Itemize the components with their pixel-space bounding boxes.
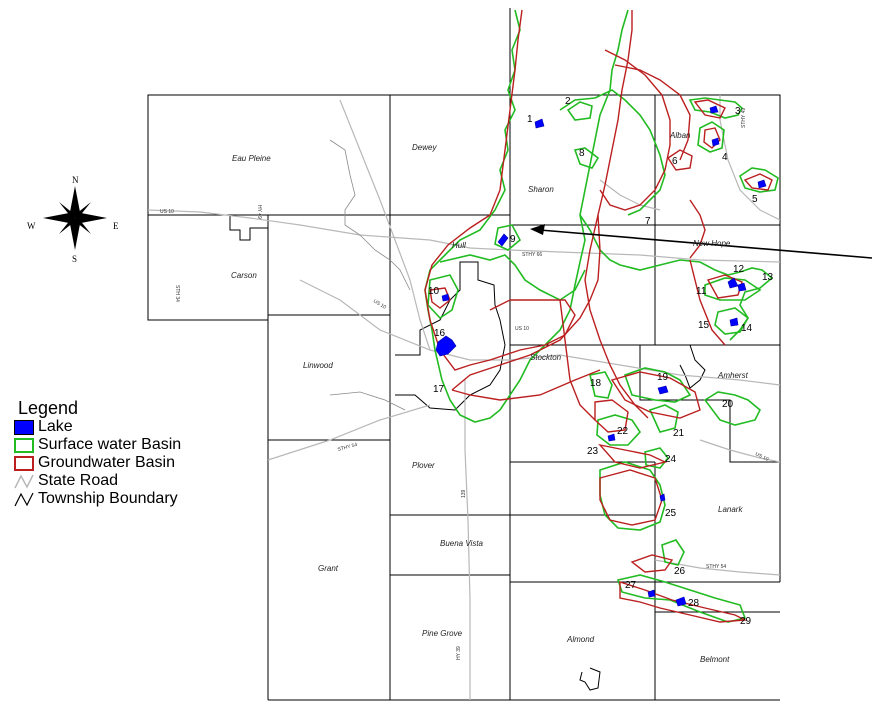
township-label: Almond <box>566 635 595 644</box>
township-label: Lanark <box>718 505 743 514</box>
road-label: HY 39 <box>456 646 462 660</box>
township-label: Stockton <box>530 353 562 362</box>
legend-item-state-road: State Road <box>14 472 264 490</box>
basin-number: 17 <box>433 384 445 395</box>
basin-number: 10 <box>428 286 440 297</box>
basin-number: 12 <box>733 264 745 275</box>
basin-number-labels: 1 2 3 4 5 6 7 8 9 10 11 12 13 14 15 16 1… <box>428 96 774 627</box>
surface-basin-swatch-icon <box>14 437 34 453</box>
township-label: Dewey <box>412 143 437 152</box>
legend-item-groundwater-basin: Groundwater Basin <box>14 454 264 472</box>
lake-fill-swatch-icon <box>14 419 34 435</box>
basin-number: 2 <box>565 96 571 107</box>
road-label: US 10 <box>515 326 529 332</box>
basin-number: 13 <box>762 272 774 283</box>
basin-number: 26 <box>674 566 686 577</box>
basin-number: 3 <box>735 106 741 117</box>
compass-west: W <box>27 221 36 231</box>
legend-title: Legend <box>18 398 79 418</box>
township-label: Carson <box>231 271 257 280</box>
legend-item-lake: Lake <box>14 418 264 436</box>
township-boundary-swatch-icon <box>14 492 34 507</box>
road-label: US 10 <box>372 299 387 311</box>
township-label: Hull <box>452 241 466 250</box>
basin-number: 1 <box>527 114 533 125</box>
basin-number: 28 <box>688 598 700 609</box>
map-legend: Legend Lake Surface water Basin Groundwa… <box>14 398 264 508</box>
basin-number: 25 <box>665 508 677 519</box>
basin-number: 6 <box>672 156 678 167</box>
road-label: 139 <box>461 489 467 498</box>
basin-number: 15 <box>698 320 710 331</box>
township-label: Sharon <box>528 185 554 194</box>
basin-number: 14 <box>741 323 753 334</box>
rivers <box>329 139 411 411</box>
township-labels: Eau Pleine Dewey Alban Sharon Hull Carso… <box>231 131 749 664</box>
township-label: Alban <box>669 131 691 140</box>
road-label: US 10 <box>160 209 174 215</box>
groundwater-basins <box>424 9 773 623</box>
road-label: STHY 66 <box>522 252 542 258</box>
basin-number: 8 <box>579 148 585 159</box>
road-label: HY 49 <box>256 205 262 219</box>
basin-number: 21 <box>673 428 685 439</box>
road-label: STH 34 <box>174 285 180 302</box>
township-label: Amherst <box>717 371 749 380</box>
basin-number: 24 <box>665 454 677 465</box>
legend-item-township-boundary: Township Boundary <box>14 490 264 508</box>
township-label: Pine Grove <box>422 629 463 638</box>
basin-number: 19 <box>657 372 669 383</box>
basin-number: 18 <box>590 378 602 389</box>
township-label: Grant <box>318 564 339 573</box>
township-label: New Hope <box>693 239 731 248</box>
township-label: Eau Pleine <box>232 154 271 163</box>
township-label: Plover <box>412 461 435 470</box>
basin-number: 11 <box>696 286 707 297</box>
surface-water-basins <box>424 9 779 623</box>
legend-label: Surface water Basin <box>38 436 182 453</box>
compass-rose: N S E W <box>27 175 119 264</box>
basin-number: 9 <box>510 234 516 245</box>
road-label: STHY 49 <box>741 108 747 128</box>
basin-number: 7 <box>645 216 651 227</box>
legend-label: State Road <box>38 472 119 489</box>
basin-number: 29 <box>740 616 752 627</box>
basin-number: 23 <box>587 446 599 457</box>
legend-label: Groundwater Basin <box>38 454 175 471</box>
basin-number: 22 <box>617 426 629 437</box>
basin-number: 4 <box>722 152 728 163</box>
pointer-arrow <box>530 224 873 259</box>
basin-number: 5 <box>752 194 758 205</box>
road-label: US 10 <box>754 451 769 462</box>
road-label: STHY 54 <box>706 564 726 570</box>
basin-number: 20 <box>722 399 734 410</box>
basin-number: 16 <box>434 328 446 339</box>
township-label: Buena Vista <box>440 539 484 548</box>
compass-north: N <box>72 175 79 185</box>
township-boundaries <box>147 8 781 701</box>
basin-number: 27 <box>625 580 637 591</box>
groundwater-basin-swatch-icon <box>14 455 34 471</box>
township-label: Belmont <box>700 655 730 664</box>
road-label: STHY 54 <box>337 442 358 453</box>
township-label: Linwood <box>303 361 333 370</box>
legend-label: Lake <box>38 418 73 435</box>
legend-item-surface-basin: Surface water Basin <box>14 436 264 454</box>
legend-label: Township Boundary <box>38 490 178 507</box>
state-road-swatch-icon <box>14 473 34 489</box>
compass-east: E <box>113 221 119 231</box>
compass-south: S <box>72 254 77 264</box>
lakes <box>435 105 767 607</box>
